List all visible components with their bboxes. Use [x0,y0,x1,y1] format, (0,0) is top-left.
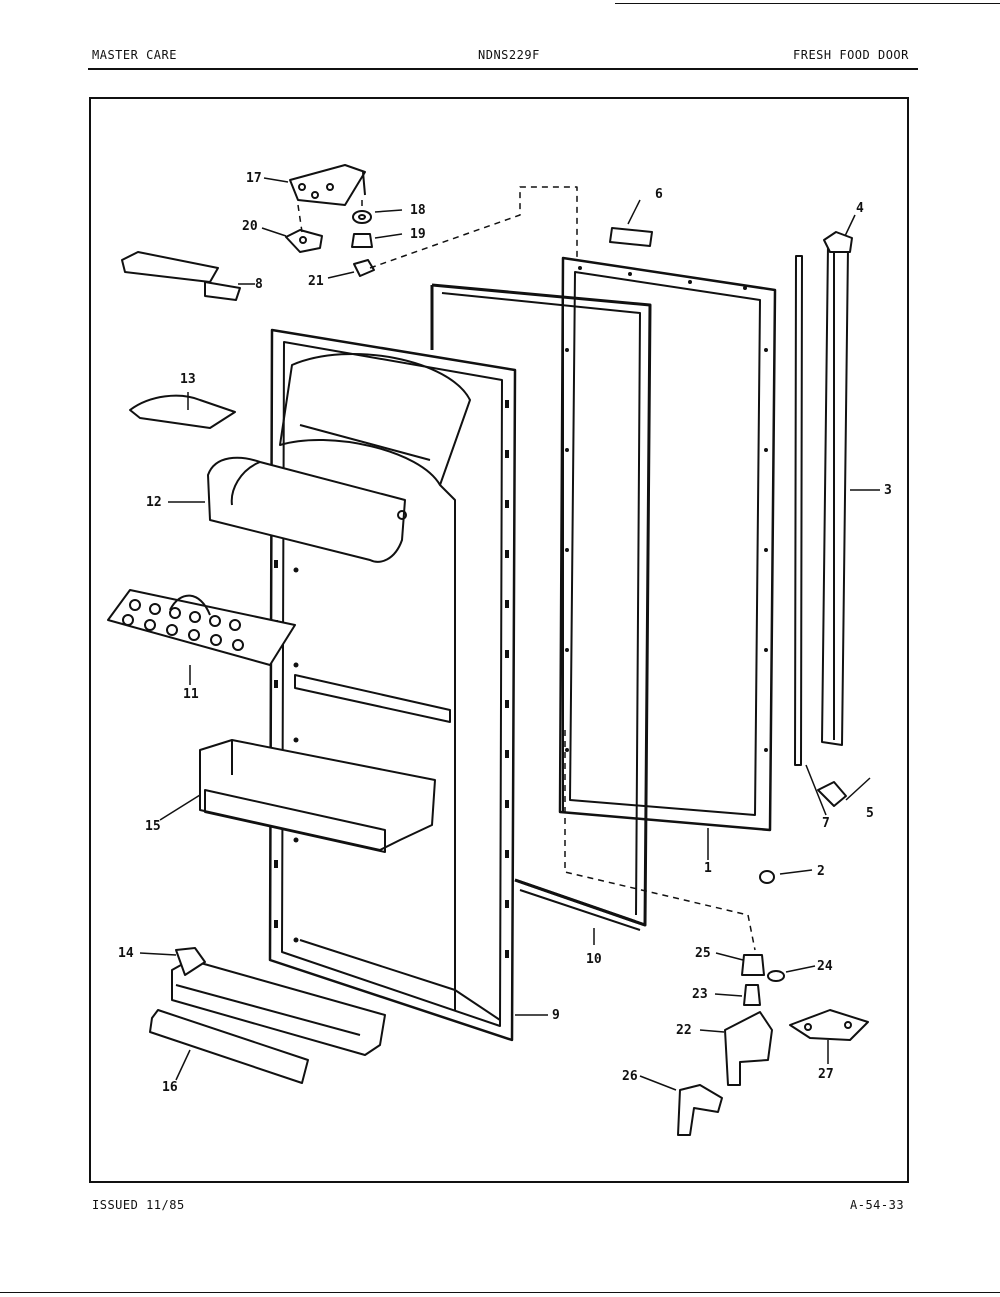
dairy-compartment-door [207,456,407,563]
door-plug [759,870,775,884]
shelf-retainer-bar [149,1009,309,1084]
egg-tray [107,589,296,666]
assembly-dashed-lines [297,186,756,951]
lower-trim-cap [817,781,847,807]
callout-27: 27 [818,1067,834,1082]
callout-2: 2 [817,864,825,879]
upper-trim-cap [823,231,853,253]
bottom-edge-line [0,1292,1000,1293]
callout-5: 5 [866,806,874,821]
top-hinge-bracket [121,251,241,301]
top-hinge [289,164,366,206]
callout-7: 7 [822,816,830,831]
callout-23: 23 [692,987,708,1002]
door-label-plate [609,227,653,247]
callout-20: 20 [242,219,258,234]
callout-6: 6 [655,187,663,202]
callout-15: 15 [145,819,161,834]
callout-4: 4 [856,201,864,216]
bottom-hinge-pin [743,984,761,1006]
callout-18: 18 [410,203,426,218]
header-model: NDNS229F [478,48,540,62]
diagram-frame [89,97,909,1183]
callout-21: 21 [308,274,324,289]
bottom-hinge-plate [789,1009,869,1041]
hinge-support-bracket [677,1084,723,1136]
butter-cover [129,394,236,429]
callout-11: 11 [183,687,199,702]
callout-22: 22 [676,1023,692,1038]
hinge-bushing [351,233,373,248]
footer-issued: ISSUED 11/85 [92,1198,185,1212]
header-brand: MASTER CARE [92,48,177,62]
inner-door-liner [268,328,517,1042]
callout-16: 16 [162,1080,178,1095]
callout-26: 26 [622,1069,638,1084]
bottom-hinge-washer [767,970,785,982]
door-gasket [430,283,652,931]
callout-25: 25 [695,946,711,961]
header-rule [88,68,918,70]
callout-10: 10 [586,952,602,967]
door-edge-trim [821,244,849,746]
callout-24: 24 [817,959,833,974]
header-section: FRESH FOOD DOOR [793,48,909,62]
footer-code: A-54-33 [850,1198,905,1212]
hinge-shim [285,229,323,253]
callout-14: 14 [118,946,134,961]
callout-9: 9 [552,1008,560,1023]
shelf-end-clip [175,947,206,976]
callout-3: 3 [884,483,892,498]
callout-12: 12 [146,495,162,510]
hinge-pin-nut [353,259,375,277]
top-edge-line [615,3,1000,4]
hinge-washer [352,210,372,224]
callout-8: 8 [255,277,263,292]
trim-rod [794,255,803,766]
bottom-hinge-bracket [724,1011,773,1086]
callout-leaders [139,177,880,1091]
outer-door-panel [558,256,777,832]
callout-13: 13 [180,372,196,387]
bottom-hinge-bushing [741,954,765,976]
callout-1: 1 [704,861,712,876]
callout-19: 19 [410,227,426,242]
callout-17: 17 [246,171,262,186]
callout-labels: 1 2 3 4 5 6 7 8 9 10 11 12 13 14 15 16 1… [118,171,892,1095]
door-shelf [199,739,436,853]
